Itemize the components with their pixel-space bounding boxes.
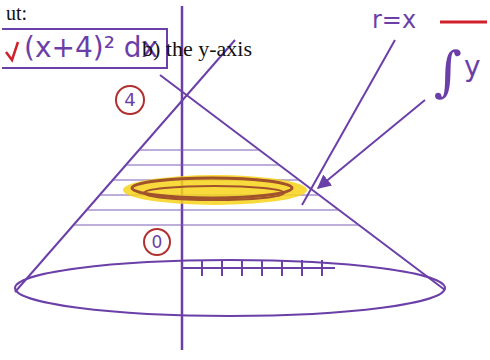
disc-highlight bbox=[123, 175, 307, 205]
red-mark bbox=[440, 21, 487, 24]
hatch-lines bbox=[74, 150, 359, 225]
cut-heading: ut: bbox=[6, 2, 27, 25]
circled-number: 4 bbox=[115, 85, 145, 115]
x-axis-ticks bbox=[182, 260, 335, 276]
node-text: 0 bbox=[152, 233, 163, 252]
disc-outline bbox=[144, 186, 284, 200]
integral-sign: ∫ bbox=[434, 40, 462, 103]
circled-number: 0 bbox=[143, 228, 172, 257]
node-text: 4 bbox=[124, 90, 135, 110]
red-check bbox=[6, 42, 18, 60]
cone-side bbox=[15, 40, 235, 292]
pointer-arrow bbox=[318, 100, 425, 188]
leader-line bbox=[302, 40, 395, 205]
radius-note: r=x bbox=[372, 6, 416, 34]
variable-label: y bbox=[464, 50, 481, 83]
part-label: b) the y-axis bbox=[142, 36, 252, 62]
base-ellipse bbox=[15, 260, 445, 316]
node-text: (x+4)² dx bbox=[24, 33, 158, 64]
